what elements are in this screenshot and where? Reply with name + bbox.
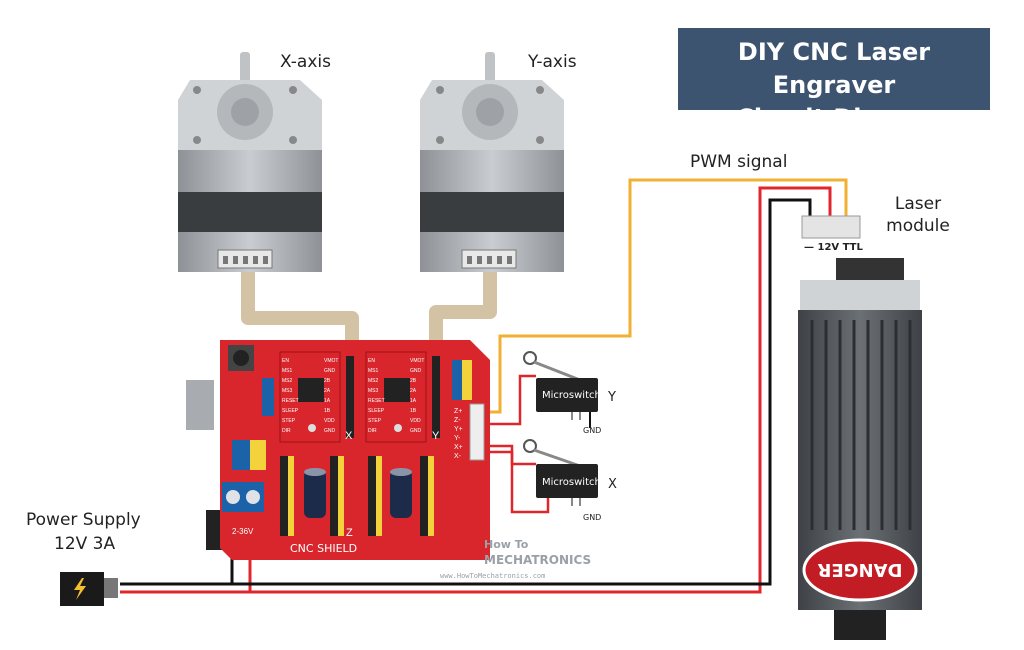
driver-pin-label: EN	[282, 358, 289, 364]
power-jack	[60, 572, 118, 606]
watermark-line1: How To	[484, 538, 529, 551]
pwm-signal-wire	[482, 178, 848, 414]
power-terminal-label: 2-36V	[232, 527, 254, 536]
cnc-shield-label: CNC SHIELD	[290, 542, 357, 555]
laser-module-label-line2: module	[886, 216, 950, 236]
driver-pin-label: GND	[324, 428, 336, 434]
driver-pin-label: MS2	[368, 378, 379, 384]
driver-y-label: Y	[432, 430, 440, 442]
driver-pin-label: MS1	[282, 368, 293, 374]
microswitch-x-label: Microswitch	[542, 477, 601, 488]
laser-connector-label: — 12V TTL	[804, 242, 863, 253]
endstop-pin-label: Y-	[454, 435, 461, 442]
endstop-pin-label: X+	[454, 444, 463, 451]
driver-pin-label: 2B	[410, 378, 417, 384]
watermark-url: www.HowToMechatronics.com	[440, 572, 545, 580]
title-line2: - Circuit Digram -	[717, 104, 951, 132]
driver-pin-label: GND	[410, 428, 422, 434]
driver-pin-label: 1B	[324, 408, 331, 414]
gnd-y-label: GND	[583, 426, 601, 435]
driver-pin-label: SLEEP	[368, 408, 385, 414]
driver-pin-label: DIR	[282, 428, 291, 434]
title-line1: DIY CNC Laser Engraver	[737, 38, 931, 99]
driver-pin-label: 1B	[410, 408, 417, 414]
driver-pin-label: MS2	[282, 378, 293, 384]
driver-pin-label: VDD	[324, 418, 335, 424]
driver-pin-label: STEP	[368, 418, 382, 424]
endstop-pin-label: Z-	[454, 417, 461, 424]
driver-pin-label: 2B	[324, 378, 331, 384]
pwm-signal-label: PWM signal	[690, 152, 788, 172]
driver-pin-label: VDD	[410, 418, 421, 424]
endstop-pin-label: Z+	[454, 408, 462, 415]
driver-pin-label: MS3	[368, 388, 379, 394]
endstop-pin-label: X-	[454, 453, 462, 460]
driver-pin-label: DIR	[368, 428, 377, 434]
driver-pin-label: 1A	[410, 398, 417, 404]
lightning-icon	[74, 578, 86, 600]
power-supply-label-line1: Power Supply	[26, 510, 141, 530]
driver-pin-label: 2A	[410, 388, 417, 394]
switch-y-axis-label: Y	[607, 390, 616, 405]
driver-pin-label: STEP	[282, 418, 296, 424]
driver-pin-label: VMOT	[410, 358, 424, 364]
microswitch-x	[523, 439, 598, 506]
y-axis-label: Y-axis	[528, 52, 577, 72]
driver-pin-label: MS3	[282, 388, 293, 394]
driver-pin-label: MS1	[368, 368, 379, 374]
endstop-pin-labels: Z+ Z- Y+ Y- X+ X-	[454, 408, 463, 460]
driver-pin-label: 1A	[324, 398, 331, 404]
driver-z-label: Z	[346, 527, 353, 539]
driver-pin-label: GND	[410, 368, 422, 374]
power-supply-label-line2: 12V 3A	[54, 534, 116, 554]
driver-pin-label: SLEEP	[282, 408, 299, 414]
microswitch-y-label: Microswitch	[542, 390, 601, 401]
danger-label: DANGER	[817, 559, 902, 580]
switch-y-wires	[482, 374, 591, 428]
driver-pin-label: 2A	[324, 388, 331, 394]
arduino-cnc-shield	[186, 340, 490, 560]
laser-module-label-line1: Laser	[894, 194, 942, 214]
microswitch-y	[523, 351, 598, 420]
x-axis-label: X-axis	[280, 52, 331, 72]
driver-pin-label: RESET	[368, 398, 385, 404]
driver-pin-label: VMOT	[324, 358, 338, 364]
driver-pin-label: GND	[324, 368, 336, 374]
watermark-line2: MECHATRONICS	[484, 553, 591, 567]
switch-x-wires	[482, 444, 550, 514]
switch-x-axis-label: X	[608, 477, 617, 492]
endstop-pin-label: Y+	[454, 426, 463, 433]
gnd-x-label: GND	[583, 513, 601, 522]
laser-power-wire	[120, 186, 832, 594]
driver-pin-label: EN	[368, 358, 375, 364]
y-axis-stepper-motor	[420, 52, 564, 272]
driver-x-label: X	[345, 430, 353, 442]
x-axis-stepper-motor	[178, 52, 322, 272]
driver-pin-label: RESET	[282, 398, 299, 404]
diagram-title-box: DIY CNC Laser Engraver - Circuit Digram …	[678, 28, 990, 132]
laser-module	[798, 215, 922, 640]
